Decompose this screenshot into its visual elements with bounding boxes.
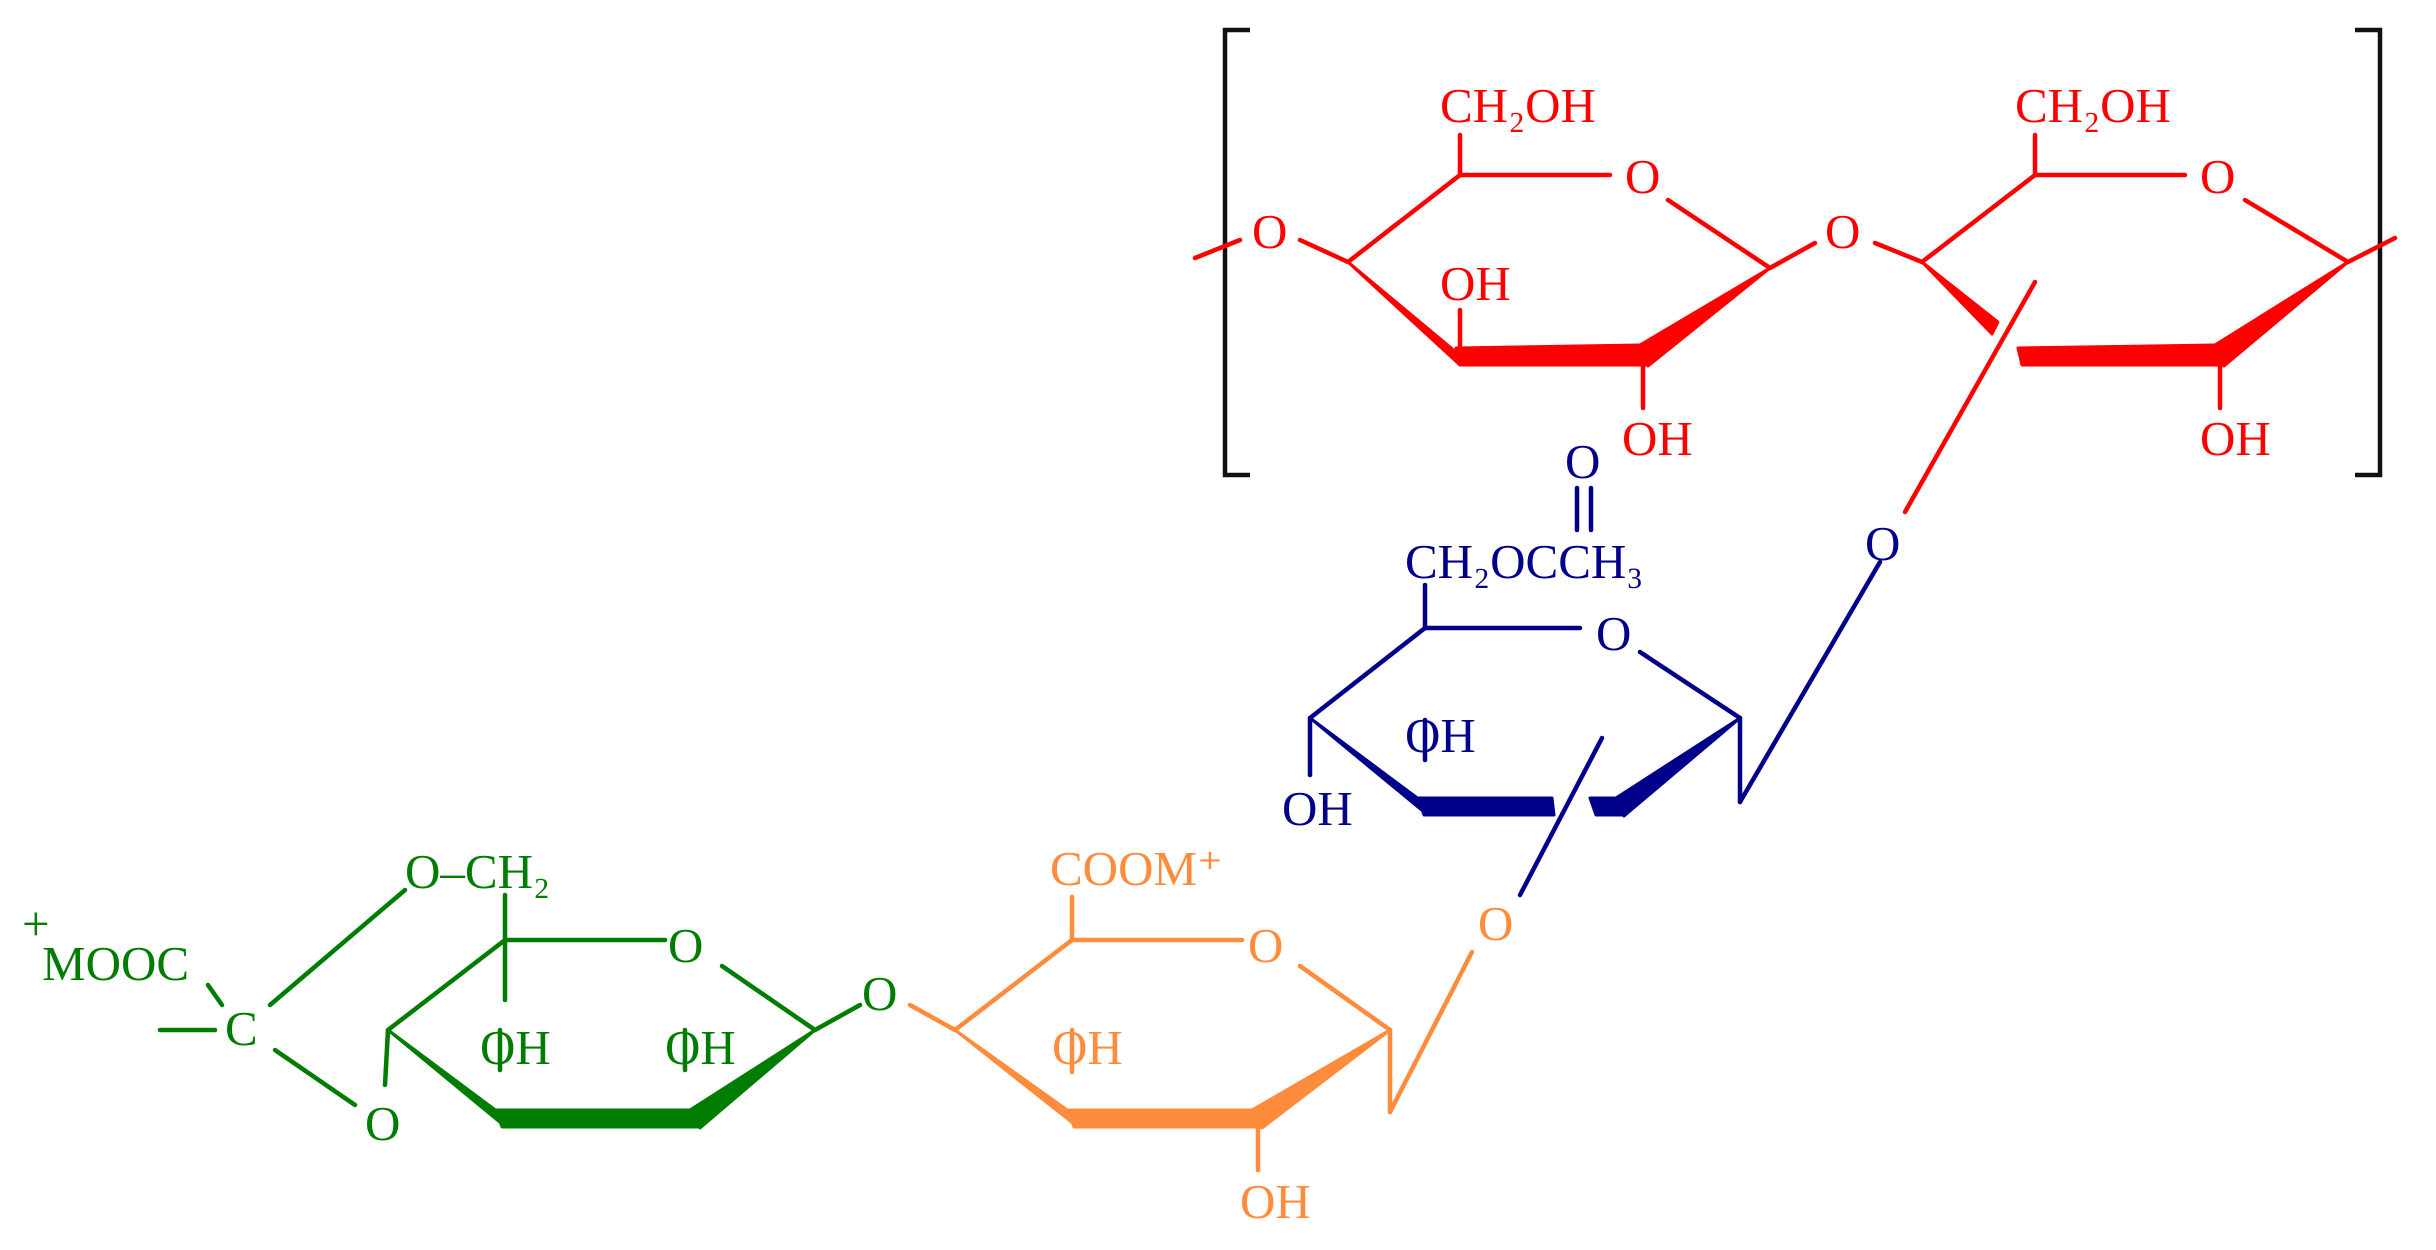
orange-oh-lower: OH bbox=[1240, 1174, 1311, 1229]
blue-front-bond-a bbox=[1416, 796, 1556, 817]
green-ring-left bbox=[385, 937, 508, 1033]
green-ketal-o-bond bbox=[272, 1047, 358, 1108]
green-right-wedge bbox=[688, 1028, 817, 1130]
red-left-chain-bond bbox=[1192, 237, 1243, 261]
red-ring2-ch2oh: CH₂OH bbox=[2015, 78, 2171, 133]
green-front-bond bbox=[494, 1108, 700, 1129]
red-ring1-o-bond bbox=[1665, 197, 1773, 271]
orange-ring-o-bond bbox=[1297, 963, 1393, 1033]
green-ketal-c: C bbox=[225, 1001, 258, 1056]
green-ring-to-ketal-o bbox=[382, 1027, 391, 1088]
blue-ring-o-bond bbox=[1637, 649, 1743, 721]
red-ring2-front-bond bbox=[2016, 343, 2224, 367]
orange-front-bond bbox=[1066, 1108, 1262, 1129]
orange-ring-o: O bbox=[1248, 918, 1283, 973]
blue-link-o: O bbox=[1865, 516, 1900, 571]
green-glycosidic-o: O bbox=[862, 966, 897, 1021]
red-ring1-ring-o: O bbox=[1625, 149, 1660, 204]
red-left-link-o: O bbox=[1252, 204, 1287, 259]
repeat-unit-brackets bbox=[1222, 27, 2383, 478]
red-ring2-o-bond bbox=[2242, 197, 2351, 265]
green-mooc-bond bbox=[205, 982, 225, 1008]
right-bracket bbox=[2355, 27, 2383, 478]
acetyl-mannose-labels: O O CH₂OCCH₃ O OH OH bbox=[1282, 434, 1900, 836]
blue-link-upper-bond bbox=[1737, 559, 1883, 805]
red-ring1-front-bond bbox=[1454, 343, 1648, 367]
green-oh-right: OH bbox=[665, 1020, 736, 1075]
blue-right-wedge bbox=[1614, 716, 1742, 818]
glucuronic-acid-unit bbox=[907, 894, 1475, 1173]
orange-glyco-bond bbox=[907, 1002, 958, 1033]
blue-oh-lower: OH bbox=[1282, 781, 1353, 836]
red-ring1-right-wedge bbox=[1638, 266, 1772, 368]
red-right-chain-bond bbox=[2345, 235, 2398, 265]
red-glyco-bond-b bbox=[1872, 240, 1925, 265]
blue-ring-left bbox=[1307, 625, 1428, 721]
red-ring2-oh-lower: OH bbox=[2200, 411, 2271, 466]
blue-acetyl-group: CH₂OCCH₃ bbox=[1405, 534, 1643, 589]
green-ketal-o-ch2-bond bbox=[267, 887, 408, 1008]
red-glycosidic-o: O bbox=[1825, 204, 1860, 259]
backbone-labels: CH₂OH O OH OH O O CH₂OH O OH bbox=[1252, 78, 2271, 466]
red-ring1-oh-lower: OH bbox=[1622, 411, 1693, 466]
orange-ring-left bbox=[952, 937, 1075, 1033]
orange-link-bond-a bbox=[1387, 949, 1475, 1115]
red-ring2-left-wedge bbox=[1920, 260, 2000, 336]
red-ring1-oh-upper: OH bbox=[1440, 256, 1511, 311]
green-ketal-o: O bbox=[365, 1096, 400, 1151]
green-glyco-bond-a bbox=[812, 1002, 863, 1033]
green-pyruvate-o-ch2: O–CH₂ bbox=[405, 844, 550, 899]
blue-oh-upper: OH bbox=[1405, 708, 1476, 763]
red-ring1-ch2oh: CH₂OH bbox=[1440, 78, 1596, 133]
acetyl-mannose-unit bbox=[1307, 485, 1883, 898]
red-ring2-ring-o: O bbox=[2200, 149, 2235, 204]
red-ring2-right-wedge bbox=[2213, 260, 2350, 368]
red-left-o-bond bbox=[1297, 237, 1351, 265]
backbone-glucose-units bbox=[1192, 132, 2398, 515]
orange-oh-upper: OH bbox=[1052, 1020, 1123, 1075]
red-branch-bond bbox=[1902, 279, 2038, 515]
blue-ring-o: O bbox=[1596, 606, 1631, 661]
blue-branch-to-orange bbox=[1517, 735, 1605, 898]
green-ring-o-bond bbox=[719, 963, 818, 1033]
red-glyco-bond-a bbox=[1767, 240, 1818, 271]
left-bracket bbox=[1222, 27, 1250, 478]
orange-carboxylate: COOM⁺ bbox=[1050, 841, 1223, 896]
green-plus-sign: + bbox=[22, 896, 50, 951]
pyruvate-mannose-unit bbox=[157, 887, 863, 1130]
orange-right-wedge bbox=[1250, 1028, 1392, 1130]
green-oh-left: OH bbox=[480, 1020, 551, 1075]
red-ring2-bonds bbox=[1919, 172, 2188, 265]
blue-carbonyl-o: O bbox=[1565, 434, 1600, 489]
pyruvate-mannose-labels: O–CH₂ O + MOOC C O OH OH O bbox=[22, 844, 897, 1151]
glucuronic-acid-labels: O COOM⁺ O OH OH bbox=[1050, 841, 1513, 1229]
red-ring1-bonds bbox=[1345, 172, 1613, 265]
green-mooc: MOOC bbox=[42, 936, 189, 991]
orange-link-o: O bbox=[1478, 896, 1513, 951]
green-ring-o: O bbox=[668, 918, 703, 973]
